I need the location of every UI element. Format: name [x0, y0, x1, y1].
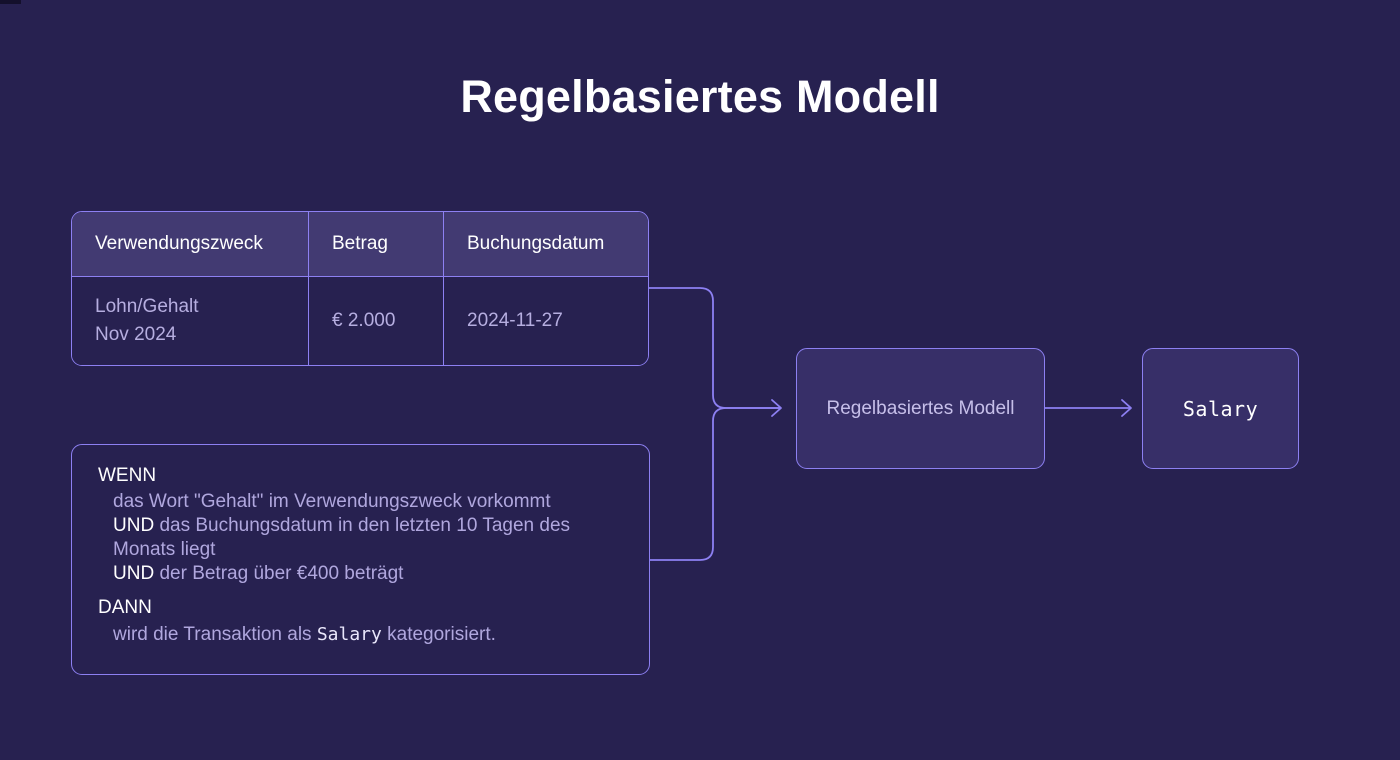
rule-condition-3: UND der Betrag über €400 beträgt	[113, 562, 627, 586]
connector-rule-to-model	[649, 407, 781, 561]
rule-then-clause: wird die Transaktion als Salary kategori…	[98, 623, 627, 647]
rule-condition-1-text: das Wort "Gehalt" im Verwendungszweck vo…	[113, 491, 551, 513]
table-row: Lohn/Gehalt Nov 2024 € 2.000 2024-11-27	[72, 277, 648, 365]
rule-then-suffix: kategorisiert.	[387, 623, 496, 645]
table-cell-verwendungszweck: Lohn/Gehalt Nov 2024	[72, 277, 309, 365]
rule-if-keyword: WENN	[98, 465, 157, 486]
arrow-right-icon-output	[1121, 399, 1132, 417]
table-header-verwendungszweck: Verwendungszweck	[72, 212, 309, 276]
node-rule-based-model-label: Regelbasiertes Modell	[826, 397, 1015, 419]
verwendungszweck-line1: Lohn/Gehalt	[95, 296, 199, 318]
rule-conditions-list: das Wort "Gehalt" im Verwendungszweck vo…	[98, 490, 627, 586]
node-rule-based-model: Regelbasiertes Modell	[796, 348, 1045, 469]
node-output-category: Salary	[1142, 348, 1299, 469]
rule-condition-3-connector: UND	[113, 563, 155, 585]
rule-condition-2-connector: UND	[113, 515, 155, 537]
arrow-right-icon-model	[771, 399, 782, 417]
rule-condition-2-text: das Buchungsdatum in den letzten 10 Tage…	[113, 515, 571, 561]
connector-table-to-model	[648, 287, 781, 409]
transaction-table: Verwendungszweck Betrag Buchungsdatum Lo…	[71, 211, 649, 366]
rule-then-keyword: DANN	[98, 597, 152, 619]
rule-condition-3-text: der Betrag über €400 beträgt	[159, 563, 404, 585]
table-header-row: Verwendungszweck Betrag Buchungsdatum	[72, 212, 648, 277]
rule-definition-box: WENN das Wort "Gehalt" im Verwendungszwe…	[71, 444, 650, 675]
table-cell-buchungsdatum: 2024-11-27	[467, 310, 563, 331]
rule-then-prefix: wird die Transaktion als	[113, 623, 312, 645]
rule-condition-1: das Wort "Gehalt" im Verwendungszweck vo…	[113, 490, 627, 514]
rule-then-code: Salary	[316, 623, 382, 645]
rule-condition-2: UND das Buchungsdatum in den letzten 10 …	[113, 514, 627, 562]
top-left-artifact	[0, 0, 21, 4]
table-header-buchungsdatum: Buchungsdatum	[467, 233, 605, 254]
verwendungszweck-line2: Nov 2024	[95, 324, 177, 345]
page-title: Regelbasiertes Modell	[460, 71, 940, 122]
table-cell-betrag: € 2.000	[309, 277, 444, 365]
table-header-betrag: Betrag	[309, 212, 444, 276]
node-output-category-label: Salary	[1182, 396, 1259, 421]
rule-spacer	[98, 586, 627, 593]
